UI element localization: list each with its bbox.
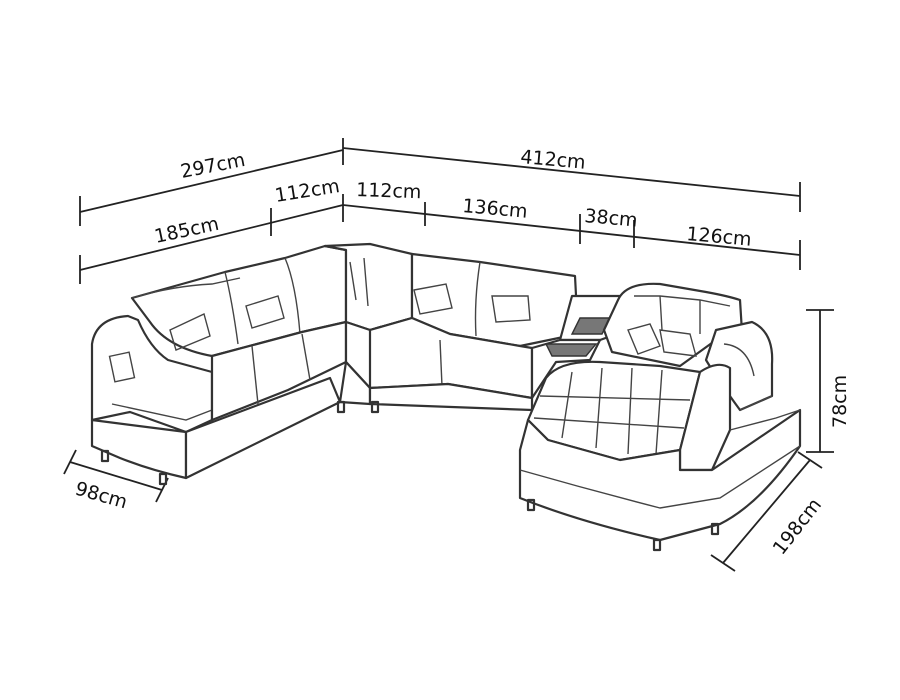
label-right-corner: 112cm	[356, 179, 422, 203]
label-chaise-width: 126cm	[686, 223, 753, 251]
console-tray	[544, 343, 598, 357]
label-console: 38cm	[584, 205, 639, 232]
middle-pillow	[491, 295, 531, 323]
sofa-drawing	[90, 242, 802, 552]
label-left-overall: 297cm	[179, 149, 247, 183]
chaise-base	[518, 408, 802, 542]
back-divider	[474, 261, 481, 337]
foot	[100, 449, 110, 463]
console-recess	[570, 317, 612, 335]
corner-detail	[349, 257, 369, 307]
dimension-lines	[63, 138, 834, 572]
label-left-depth: 98cm	[73, 478, 130, 514]
tick	[710, 554, 736, 572]
middle-base	[368, 382, 534, 412]
left-base-front	[90, 418, 188, 480]
seat-divider	[251, 345, 259, 405]
dim-line-left-depth	[69, 461, 163, 491]
left-pillow	[169, 313, 211, 351]
back-divider	[284, 257, 301, 335]
left-pillow	[245, 295, 285, 329]
headrest-line	[131, 277, 241, 299]
left-arm-shelf	[111, 403, 213, 421]
label-height: 78cm	[829, 375, 851, 428]
chaise-shelf	[729, 395, 801, 431]
tick	[63, 449, 77, 475]
foot	[710, 522, 720, 536]
label-chaise-length: 198cm	[769, 494, 826, 559]
foot	[652, 538, 662, 552]
chaise-pillow	[659, 329, 697, 357]
dim-line-left-sections	[79, 204, 344, 271]
dim-line-right-sections	[342, 204, 801, 256]
foot	[526, 498, 536, 512]
back-divider	[224, 271, 239, 345]
foot	[158, 472, 168, 486]
seat-divider	[301, 333, 311, 381]
back-divider	[659, 295, 701, 334]
dim-line-left-overall	[79, 149, 344, 213]
dim-line-chaise-length	[722, 459, 811, 564]
seat-divider	[439, 339, 443, 387]
label-left-seat: 185cm	[152, 213, 220, 248]
chaise-base-edge	[519, 445, 801, 509]
left-arm-panel	[108, 351, 136, 383]
headrest-line	[634, 295, 731, 307]
middle-pillow	[413, 283, 453, 315]
label-right-overall: 412cm	[520, 146, 587, 174]
chaise-pillow	[627, 323, 661, 355]
label-left-corner: 112cm	[273, 175, 341, 207]
tick	[797, 451, 823, 469]
tufting-horizontal	[533, 395, 691, 429]
tufting-vertical	[561, 367, 663, 455]
arm-curve	[723, 343, 755, 377]
foot	[370, 400, 380, 414]
foot	[336, 400, 346, 414]
dim-line-right-overall	[342, 147, 801, 197]
